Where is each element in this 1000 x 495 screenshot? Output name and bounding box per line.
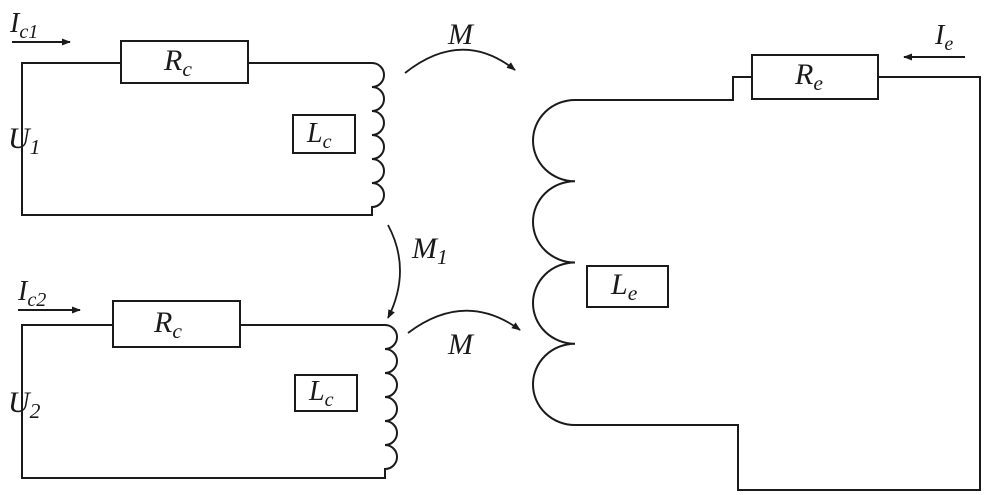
excitation-circuit [532,54,981,491]
label-u2: U2 [8,386,41,423]
resistor-rc-top [120,40,249,84]
resistor-rc-bottom [112,300,241,348]
label-rc-bottom: Rc [153,306,182,343]
label-ie: Ie [934,20,953,55]
inductor-le-box [586,265,669,308]
label-le: Le [610,268,638,305]
label-ic1: Ic1 [9,8,38,43]
mutual-arc-m-top [404,48,516,74]
label-lc-top: Lc [306,118,332,153]
wire-loop-2 [21,324,398,479]
label-lc-bottom: Lc [308,376,334,411]
control-circuit-2 [21,300,398,479]
mutual-arc-m-bottom [407,309,521,334]
label-u1: U1 [8,122,40,159]
label-ic2: Ic2 [17,276,46,311]
inductor-lc-bottom-box [294,374,358,412]
label-m1: M1 [411,232,448,269]
label-re: Re [794,58,823,95]
label-m-bottom: M [447,328,475,361]
wire-loop-1 [21,62,385,216]
wire-loop-e [532,76,981,491]
control-circuit-1 [21,40,385,216]
resistor-re [751,54,879,100]
mutual-arc-m1 [387,224,401,319]
label-rc-top: Rc [163,44,192,81]
label-m-top: M [447,18,475,51]
inductor-lc-top-box [292,114,356,154]
